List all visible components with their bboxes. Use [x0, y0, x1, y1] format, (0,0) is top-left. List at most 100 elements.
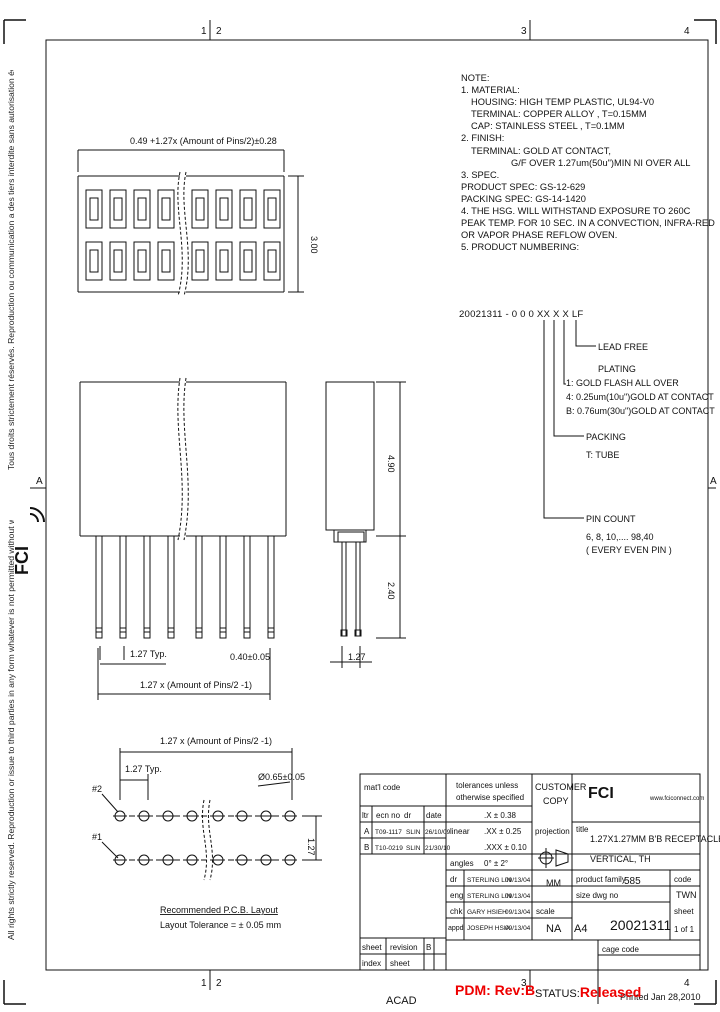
- contact-cell-inner: [243, 197, 253, 221]
- dim-height-240: 2.40: [386, 582, 396, 600]
- tb-rev-h-ecn: ecn no: [376, 811, 401, 820]
- zone-bottom-2: 2: [216, 978, 222, 989]
- pin-tip: [167, 627, 175, 639]
- tb-sign-appd-role: appd: [448, 925, 464, 932]
- tb-code-val: TWN: [676, 890, 697, 900]
- tb-cage: cage code: [602, 945, 639, 954]
- dim-height-300: 3.00: [309, 236, 319, 254]
- pcb-pin-2: #2: [92, 784, 102, 794]
- tb-tol-row-2: .XX ± 0.25: [484, 827, 522, 836]
- tb-sign-eng-name: STERLING LIN: [467, 893, 512, 900]
- tb-rev-a-ltr: A: [364, 827, 370, 836]
- tb-tol-label: linear: [450, 827, 470, 836]
- tb-title-1: 1.27X1.27MM B'B RECEPTACLE: [590, 834, 720, 844]
- tb-rev-b-date: 21/30/10: [425, 845, 451, 852]
- dim-pitch-typ: 1.27 Typ.: [130, 649, 167, 659]
- title-block-grid: [359, 773, 701, 1004]
- note-line: PEAK TEMP. FOR 10 SEC. IN A CONVECTION, …: [461, 218, 715, 229]
- contact-cell-inner: [161, 197, 171, 221]
- note-line: OR VAPOR PHASE REFLOW OVEN.: [461, 230, 618, 241]
- contact-cell-inner: [219, 249, 229, 273]
- zone-top-2: 2: [216, 26, 222, 37]
- tb-rev-h-ltr: ltr: [362, 811, 369, 820]
- tb-rev-a-ecn: T09-1117: [375, 829, 402, 836]
- tb-sheet: sheet: [674, 907, 694, 916]
- pin-tip: [119, 627, 127, 639]
- dim-side-127: 1.27: [348, 652, 366, 662]
- pcb-hole-size: Ø0.65±0.05: [258, 772, 305, 782]
- tb-product-family: product family: [576, 875, 626, 884]
- note-line: TERMINAL: GOLD AT CONTACT,: [471, 145, 611, 156]
- side-fci-signal-icon: [29, 507, 45, 523]
- tb-unit: MM: [546, 878, 561, 888]
- legend-plating-3: B: 0.76um(30u")GOLD AT CONTACT: [566, 406, 715, 416]
- pin: [95, 535, 103, 633]
- pcb-dim-typ: 1.27 Typ.: [125, 764, 162, 774]
- footer-released: Released: [579, 984, 642, 1000]
- tb-angle-val: 0° ± 2°: [484, 859, 508, 868]
- tb-family-val: 585: [624, 876, 641, 887]
- note-line: 4. THE HSG. WILL WITHSTAND EXPOSURE TO 2…: [461, 206, 691, 217]
- top-view: [77, 149, 304, 297]
- legend-lead-free: LEAD FREE: [598, 342, 648, 352]
- contact-cell: [263, 189, 281, 229]
- contact-cell-inner: [195, 197, 205, 221]
- contact-cell: [157, 241, 175, 281]
- pcb-row-pitch: 1.27: [306, 838, 316, 856]
- contact-cell: [215, 241, 233, 281]
- tb-rev-b-ltr: B: [364, 843, 369, 852]
- tb-tol-row-3: .XXX ± 0.10: [484, 843, 527, 852]
- tb-sign-dr-name: STERLING LIN: [467, 877, 512, 884]
- tb-title-label: title: [576, 825, 589, 834]
- pcb-layout: [113, 748, 322, 881]
- zone-bottom-1: 1: [201, 978, 207, 989]
- tb-customer: CUSTOMER: [535, 782, 587, 792]
- tb-index: index: [362, 959, 381, 968]
- contact-cell: [239, 189, 257, 229]
- tb-angles: angles: [450, 859, 474, 868]
- tb-sr-revision: revision: [390, 943, 418, 952]
- pcb-dim-top: 1.27 x (Amount of Pins/2 -1): [160, 736, 272, 746]
- note-line: 1. MATERIAL:: [461, 85, 520, 96]
- contact-cell-inner: [137, 249, 147, 273]
- dim-height-490: 4.90: [386, 455, 396, 473]
- legend-plating-2: 4: 0.25um(10u")GOLD AT CONTACT: [566, 392, 714, 402]
- tb-sign-dr-date: 09/13/04: [505, 877, 531, 884]
- tb-rev-h-dr: dr: [404, 811, 411, 820]
- legend-plating-1: 1: GOLD FLASH ALL OVER: [566, 378, 679, 388]
- tb-sign-appd-name: JOSEPH HSIA: [467, 925, 511, 932]
- legend-plating-title: PLATING: [598, 364, 636, 374]
- tb-dwg-no: 20021311: [610, 917, 671, 933]
- front-view: [79, 377, 287, 700]
- tb-projection: projection: [535, 827, 570, 836]
- pin-tip: [219, 627, 227, 639]
- contact-cell-inner: [243, 249, 253, 273]
- corner-marks: [3, 19, 717, 1005]
- zone-right-a: A: [710, 476, 717, 487]
- pin: [243, 535, 251, 633]
- tb-title-2: VERTICAL, TH: [590, 854, 651, 864]
- tb-size-label: size dwg no: [576, 891, 619, 900]
- note-line: PACKING SPEC: GS-14-1420: [461, 193, 586, 204]
- pin-tip: [95, 627, 103, 639]
- legend-pin-title: PIN COUNT: [586, 514, 636, 524]
- contact-cell: [191, 189, 209, 229]
- tb-size: A4: [574, 923, 587, 935]
- tb-printed: Printed Jan 28,2010: [620, 992, 701, 1002]
- pin: [167, 535, 175, 633]
- tb-sign-chk-date: 09/13/04: [505, 909, 531, 916]
- tb-rev-a-date: 26/10/09: [425, 829, 451, 836]
- contact-cell-inner: [89, 197, 99, 221]
- side-fci-logo: FCI: [12, 546, 32, 575]
- zone-left-a: A: [36, 476, 43, 487]
- note-line: G/F OVER 1.27um(50u")MIN NI OVER ALL: [511, 157, 691, 168]
- part-number: 20021311 - 0 0 0 XX X X LF: [459, 309, 584, 320]
- note-line: PRODUCT SPEC: GS-12-629: [461, 181, 586, 192]
- contact-cell-inner: [89, 249, 99, 273]
- tb-scale-val: NA: [546, 923, 562, 935]
- svg-text:FCI: FCI: [12, 546, 32, 575]
- contact-cell: [263, 241, 281, 281]
- tb-sign-appd-date: 09/13/04: [505, 925, 531, 932]
- notes-title: NOTE:: [461, 73, 490, 83]
